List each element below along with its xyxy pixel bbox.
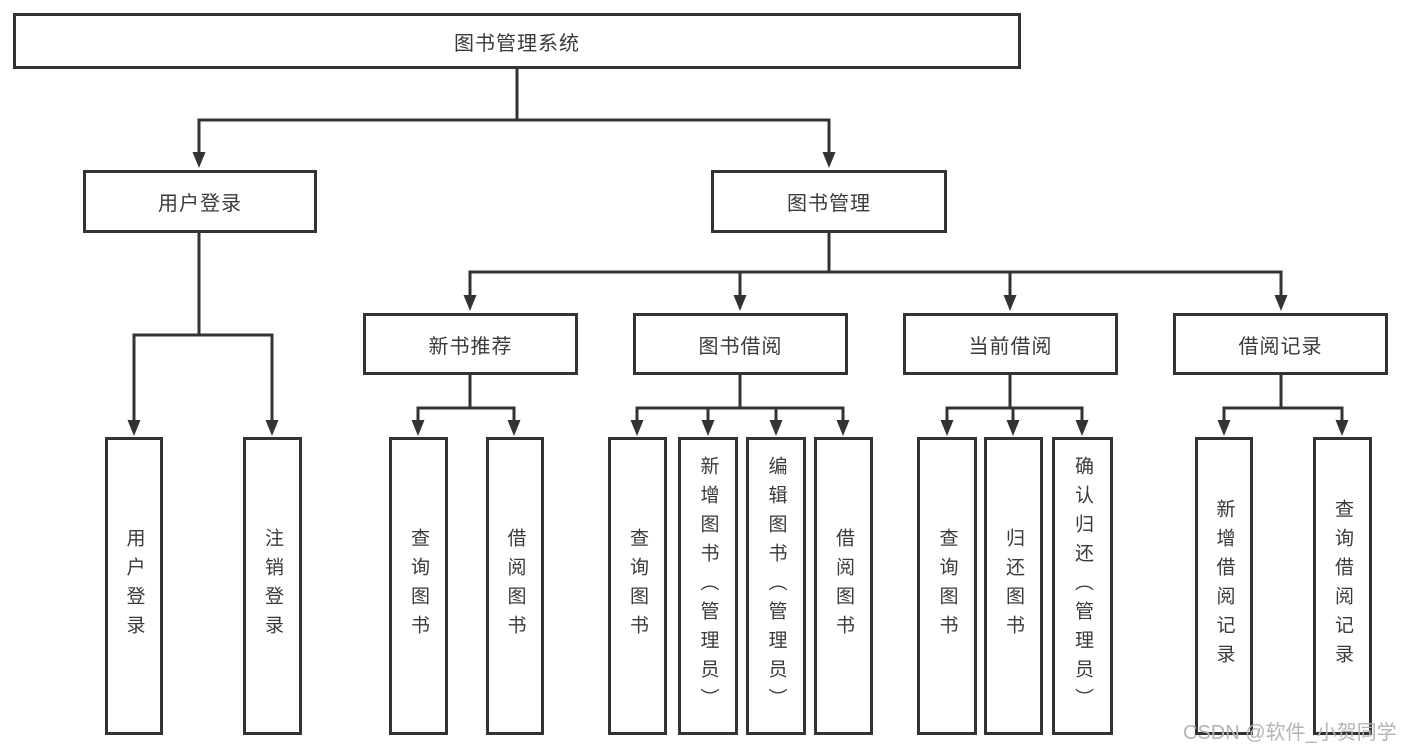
arrowheads (127, 152, 1349, 436)
arrow-icon (1274, 295, 1288, 311)
arrow-icon (1006, 420, 1020, 436)
node-label: 查询图书 (936, 528, 958, 644)
node-label: 图书管理 (787, 193, 871, 215)
arrow-icon (701, 420, 715, 436)
arrow-icon (822, 152, 836, 168)
node-book-borrow: 图书借阅 (633, 313, 848, 375)
leaf-query-books-current: 查询图书 (917, 437, 977, 735)
leaf-query-books-borrow: 查询图书 (608, 437, 667, 735)
node-new-book-recommend: 新书推荐 (363, 313, 578, 375)
csdn-watermark: CSDN @软件_小贺同学 (1183, 722, 1397, 744)
arrow-icon (192, 152, 206, 168)
node-label: 查询借阅记录 (1332, 499, 1353, 673)
node-label: 借阅图书 (504, 528, 526, 644)
leaf-query-books-recommend: 查询图书 (389, 437, 448, 735)
arrow-icon (265, 420, 279, 436)
node-label: 借阅图书 (833, 528, 854, 644)
node-book-management: 图书管理 (711, 170, 947, 233)
node-label: 新书推荐 (428, 335, 513, 358)
node-label: 查询图书 (408, 528, 429, 644)
node-user-login: 用户登录 (83, 170, 317, 233)
connector-user-login-split (132, 233, 274, 420)
arrow-icon (463, 295, 477, 311)
node-label: 图书借阅 (698, 335, 783, 358)
node-label: 确认归还（管理员） (1072, 455, 1093, 717)
leaf-add-borrow-record: 新增借阅记录 (1195, 437, 1253, 735)
leaf-borrow-books-recommend: 借阅图书 (486, 437, 544, 735)
node-current-borrow: 当前借阅 (903, 313, 1118, 375)
connector-records-split (1222, 375, 1344, 420)
node-label: 用户登录 (158, 193, 242, 215)
connector-book-borrow-split (635, 375, 845, 420)
arrow-icon (769, 420, 783, 436)
arrow-icon (507, 420, 521, 436)
arrow-icon (127, 420, 141, 436)
arrow-icon (1335, 420, 1349, 436)
connector-book-mgmt-split (468, 233, 1283, 295)
node-label: 新增图书（管理员） (697, 455, 719, 717)
leaf-add-books-admin: 新增图书（管理员） (678, 437, 738, 735)
arrow-icon (940, 420, 954, 436)
node-label: 图书管理系统 (454, 32, 580, 55)
arrow-icon (630, 420, 644, 436)
connector-new-book-split (416, 375, 516, 420)
node-label: 借阅记录 (1238, 335, 1323, 358)
connector-current-borrow-split (945, 375, 1084, 420)
leaf-user-login: 用户登录 (105, 437, 163, 735)
arrow-icon (836, 420, 850, 436)
arrow-icon (1217, 420, 1231, 436)
node-label: 新增借阅记录 (1213, 499, 1235, 673)
arrow-icon (1003, 295, 1017, 311)
leaf-confirm-return-admin: 确认归还（管理员） (1052, 437, 1113, 735)
arrow-icon (411, 420, 425, 436)
node-label: 注销登录 (262, 528, 283, 644)
arrow-icon (1075, 420, 1089, 436)
node-label: 查询图书 (627, 528, 648, 644)
node-library-system: 图书管理系统 (13, 13, 1021, 69)
leaf-return-books: 归还图书 (984, 437, 1043, 735)
leaf-logout: 注销登录 (243, 437, 302, 735)
node-label: 归还图书 (1003, 528, 1024, 644)
node-label: 用户登录 (123, 528, 145, 644)
leaf-edit-books-admin: 编辑图书（管理员） (746, 437, 806, 735)
node-label: 当前借阅 (968, 335, 1053, 358)
arrow-icon (733, 295, 747, 311)
connector-root-split (197, 68, 831, 152)
node-label: 编辑图书（管理员） (765, 455, 787, 717)
leaf-query-borrow-record: 查询借阅记录 (1313, 437, 1372, 735)
node-borrow-records: 借阅记录 (1173, 313, 1388, 375)
leaf-borrow-books: 借阅图书 (814, 437, 873, 735)
